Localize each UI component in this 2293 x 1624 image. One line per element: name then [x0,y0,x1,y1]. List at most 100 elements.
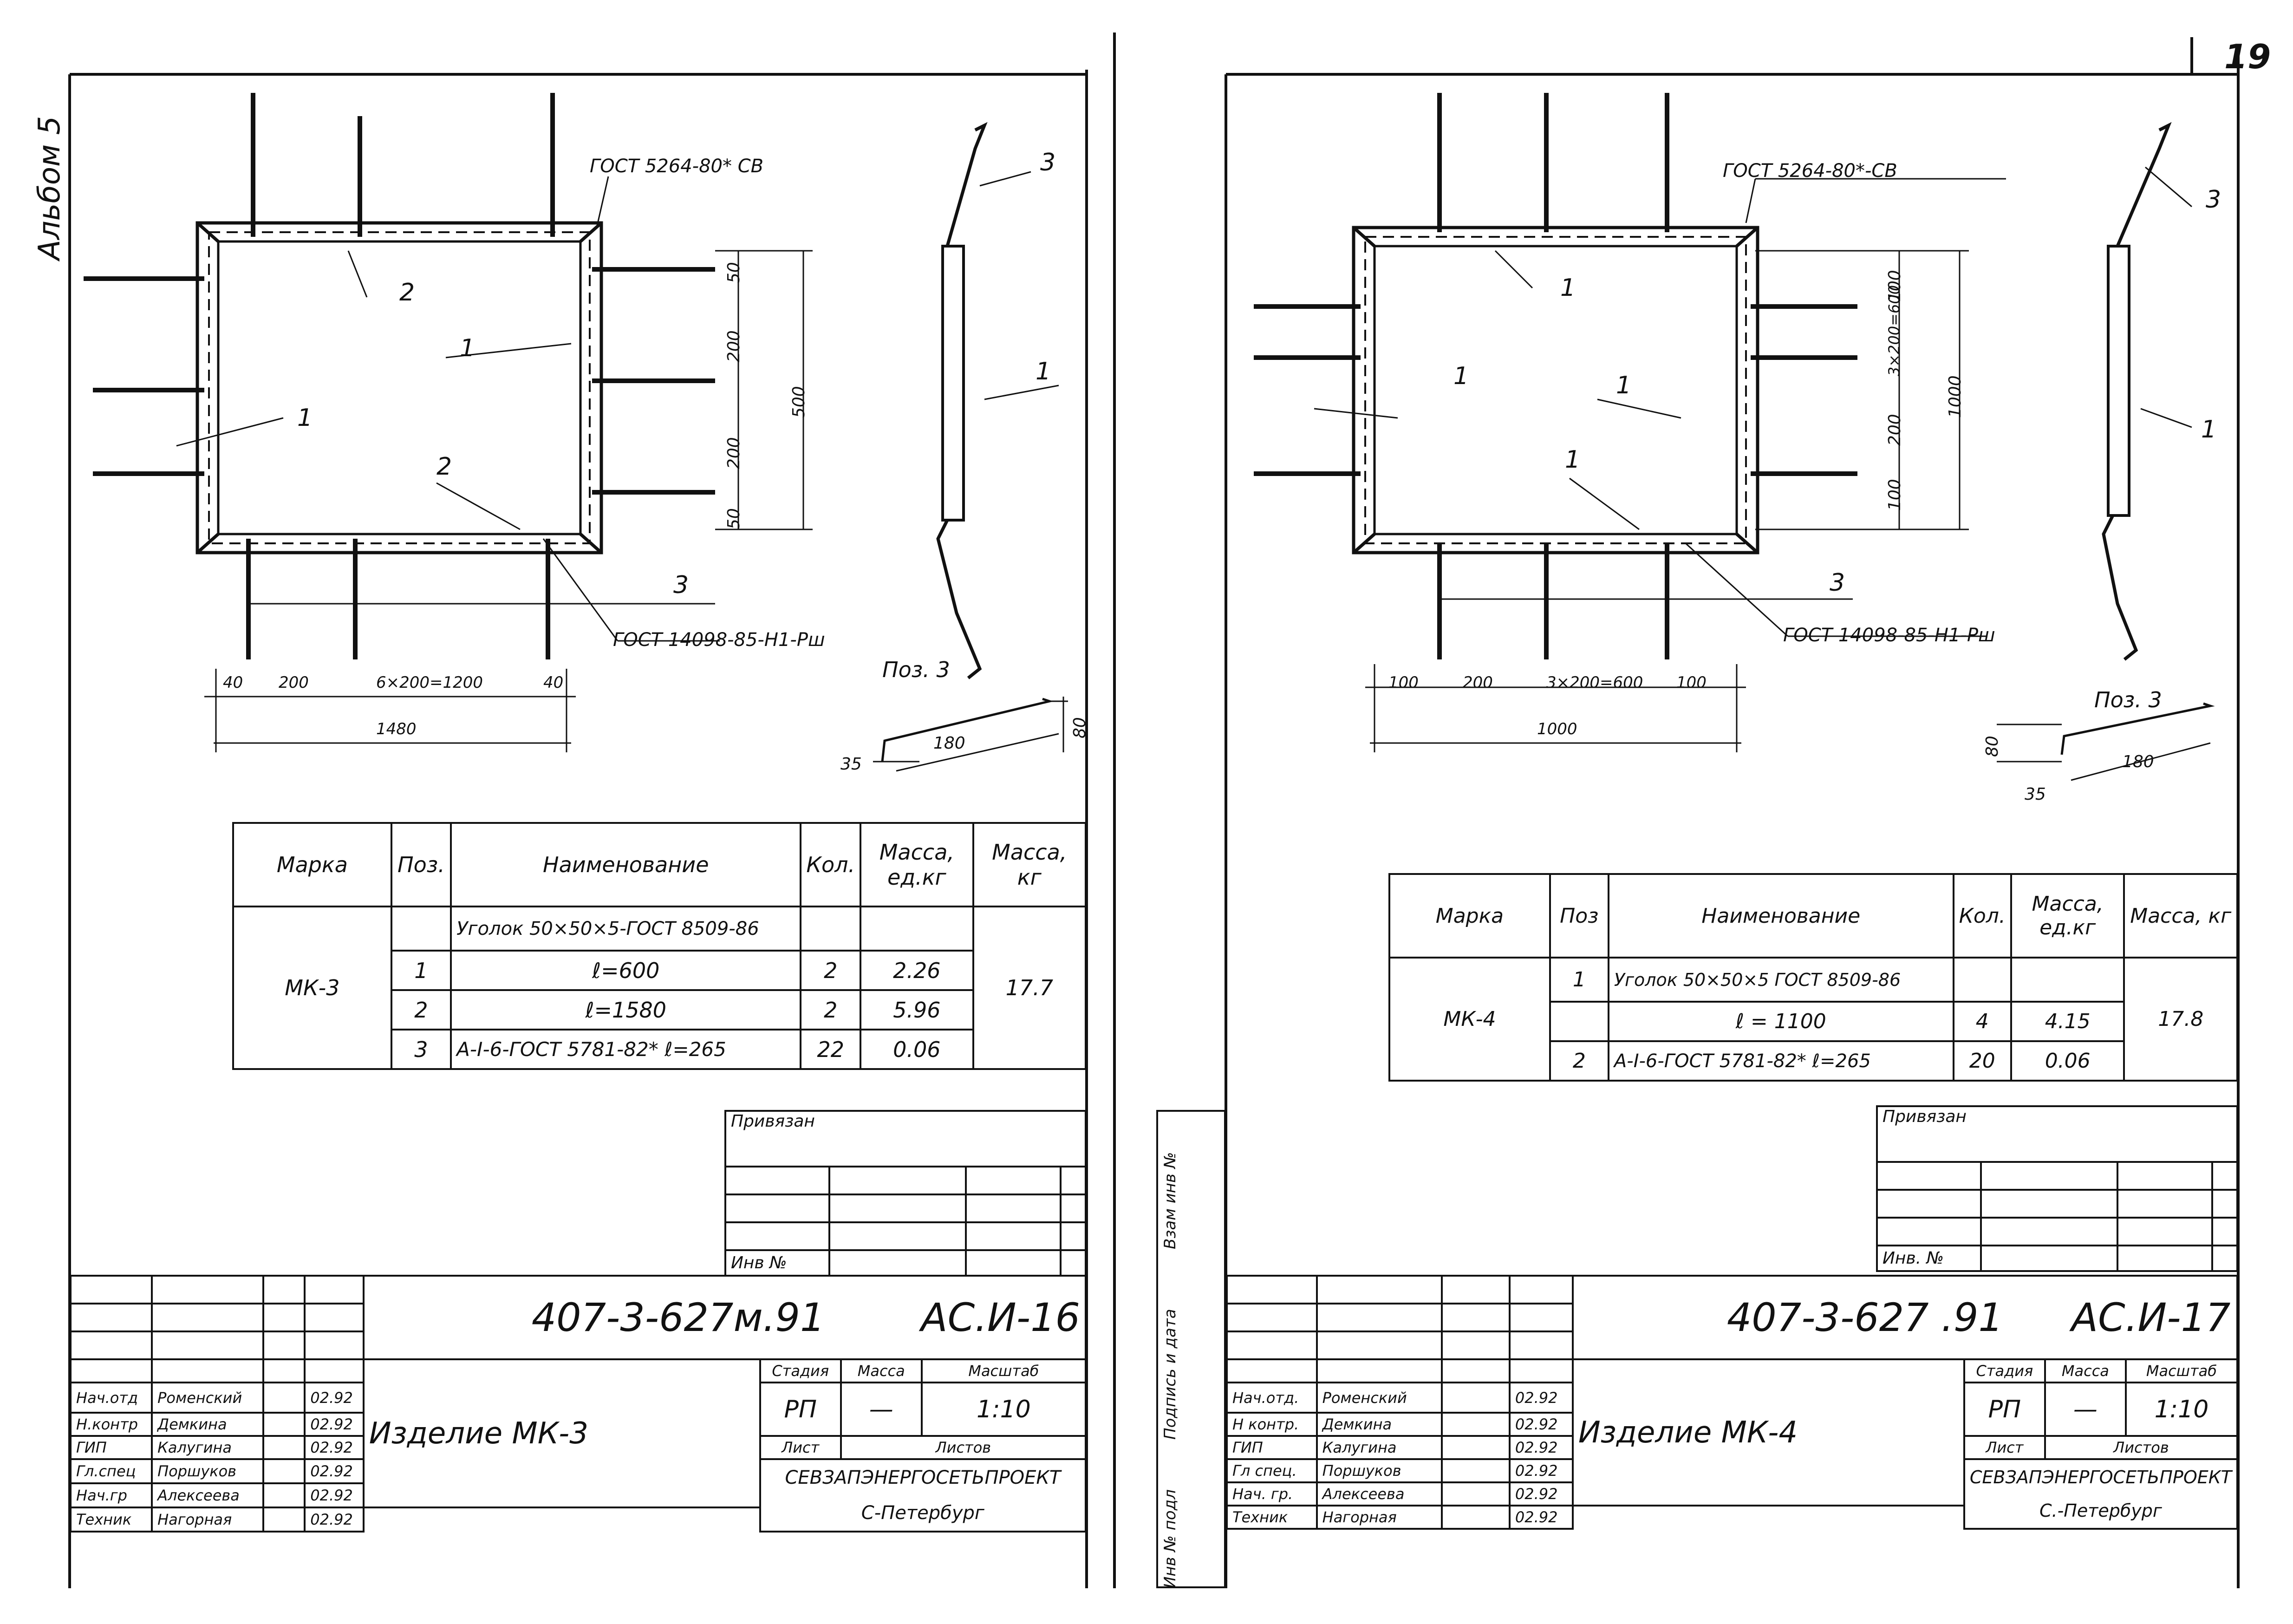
spec-header-name: Наименование [450,822,802,907]
tb-stage-h: Стадия [759,1358,842,1383]
tb-mass-h: Масса [840,1358,923,1383]
staff-date: 02.92 [304,1382,365,1414]
spec-header-pos: Поз. [390,822,452,907]
mk4-callout: 1 [1453,362,1469,390]
mk3-sheet-code: АС.И-16 [921,1295,1080,1340]
mk4-side-view [2102,122,2192,661]
spec-header-pos: Поз [1549,873,1609,959]
mk4-dim: 100 [1885,479,1904,511]
staff-name: Алексеева [1316,1481,1443,1507]
mk3-dim: 50 [724,508,743,529]
mk3-pos3-dim: 180 [933,734,965,753]
tb-sheet-h: Лист [759,1435,842,1460]
mk3-callout: 2 [399,279,415,307]
spec-name: А-I-6-ГОСТ 5781-82* ℓ=265 [450,1029,802,1070]
staff-name: Алексеева [151,1482,264,1508]
spec-unit-mass [2010,957,2125,1003]
mk4-callout: 3 [1830,569,1845,597]
spec-pos [390,906,452,952]
mk4-sheet-code: АС.И-17 [2071,1295,2231,1340]
staff-date: 02.92 [1508,1458,1574,1483]
tb-sheets-h: Листов [2044,1435,2239,1460]
spec-qty [800,906,862,952]
staff-date: 02.92 [304,1458,365,1484]
staff-name: Поршуков [1316,1458,1443,1483]
mk3-side-view [936,122,1059,679]
page-number: 19 [2224,37,2271,76]
spec-total-mass: 17.8 [2123,957,2238,1082]
staff-name: Демкина [151,1412,264,1437]
mk4-frame-drawing [1254,93,2006,752]
mk3-callout: 2 [436,453,452,481]
mk3-callout: 3 [673,571,689,599]
spec-name: Уголок 50×50×5-ГОСТ 8509-86 [450,906,802,952]
spec-pos: 1 [390,950,452,991]
staff-role: Нач.отд [69,1382,153,1414]
mk3-title: Изделие МК-3 [362,1358,761,1508]
spec-header-mass: Масса, кг [972,822,1087,907]
tb-stage-h: Стадия [1963,1358,2046,1383]
staff-role: Нач.гр [69,1482,153,1508]
staff-role: Нач. гр. [1226,1481,1318,1507]
mk3-dim: 40 [543,673,564,692]
staff-name: Калугина [151,1435,264,1460]
mk4-pos3-dim: 35 [2025,785,2046,804]
tb-stage: РП [1963,1382,2046,1437]
spec-header-qty: Кол. [800,822,862,907]
staff-name: Нагорная [151,1507,264,1533]
mk4-title-block: 407-3-627 .91 АС.И-17 Изделие МК-4 Стади… [1226,1275,2239,1530]
mk3-dim: 200 [279,673,309,692]
mk3-dim: 200 [724,437,743,469]
staff-role: Нач.отд. [1226,1382,1318,1414]
tb-org: СЕВЗАПЭНЕРГОСЕТЬПРОЕКТ [1969,1467,2232,1487]
spec-name: Уголок 50×50×5 ГОСТ 8509-86 [1607,957,1954,1003]
spec-header-unit-mass: Масса, ед.кг [2010,873,2125,959]
bound-label: Привязан [1876,1105,2238,1163]
staff-name: Нагорная [1316,1505,1443,1530]
staff-name: Калугина [1316,1435,1443,1460]
spec-pos: 2 [1549,1040,1609,1082]
mk4-dim: 100 [1388,673,1419,692]
spec-header-mark: Марка [232,822,392,907]
spec-unit-mass: 4.15 [2010,1001,2125,1042]
mk3-title-block: 407-3-627м.91 АС.И-16 Изделие МК-3 Стади… [69,1275,1087,1533]
mk3-callout: 1 [297,404,313,432]
staff-date: 02.92 [1508,1435,1574,1460]
staff-name: Роменский [151,1382,264,1414]
staff-date: 02.92 [1508,1412,1574,1437]
staff-role: Гл спец. [1226,1458,1318,1483]
bound-label: Привязан [724,1110,1087,1167]
mk4-title: Изделие МК-4 [1571,1358,1965,1507]
spec-qty: 22 [800,1029,862,1070]
mk3-dim: 1480 [376,720,417,738]
mk4-dim: 200 [1463,673,1493,692]
tb-sheet-h: Лист [1963,1435,2046,1460]
mk3-gost-weld-top: ГОСТ 5264-80* СВ [590,156,764,177]
mk3-callout: 1 [460,334,476,362]
mk4-dim: 3×200=600 [1546,673,1643,692]
mk3-code: 407-3-627м.91 [531,1295,825,1340]
spec-unit-mass [860,906,974,952]
spec-unit-mass: 0.06 [2010,1040,2125,1082]
spec-header-unit-mass: Масса, ед.кг [860,822,974,907]
mk4-side-callout: 3 [2206,186,2221,214]
staff-role: ГИП [69,1435,153,1460]
spec-unit-mass: 0.06 [860,1029,974,1070]
tb-scale: 1:10 [2124,1382,2239,1437]
mk3-frame-drawing [84,93,813,752]
spec-total-mass: 17.7 [972,906,1087,1070]
tb-sheets-h: Листов [840,1435,1087,1460]
mk4-dim: 100 [1676,673,1707,692]
spec-mark: МК-4 [1388,957,1551,1082]
spec-pos: 1 [1549,957,1609,1003]
mk3-pos3-detail [873,697,1068,772]
mk4-pos3-detail [1997,702,2215,781]
tb-stage: РП [759,1382,842,1437]
mk3-dim: 50 [724,262,743,283]
spec-qty [1952,957,2012,1003]
spec-name: ℓ=1580 [450,989,802,1030]
mk4-gost-weld-bottom: ГОСТ 14098-85-Н1-Рш [1783,625,1995,646]
spec-name: А-I-6-ГОСТ 5781-82* ℓ=265 [1607,1040,1954,1082]
mk4-pos3-dim: 80 [1983,736,2002,757]
